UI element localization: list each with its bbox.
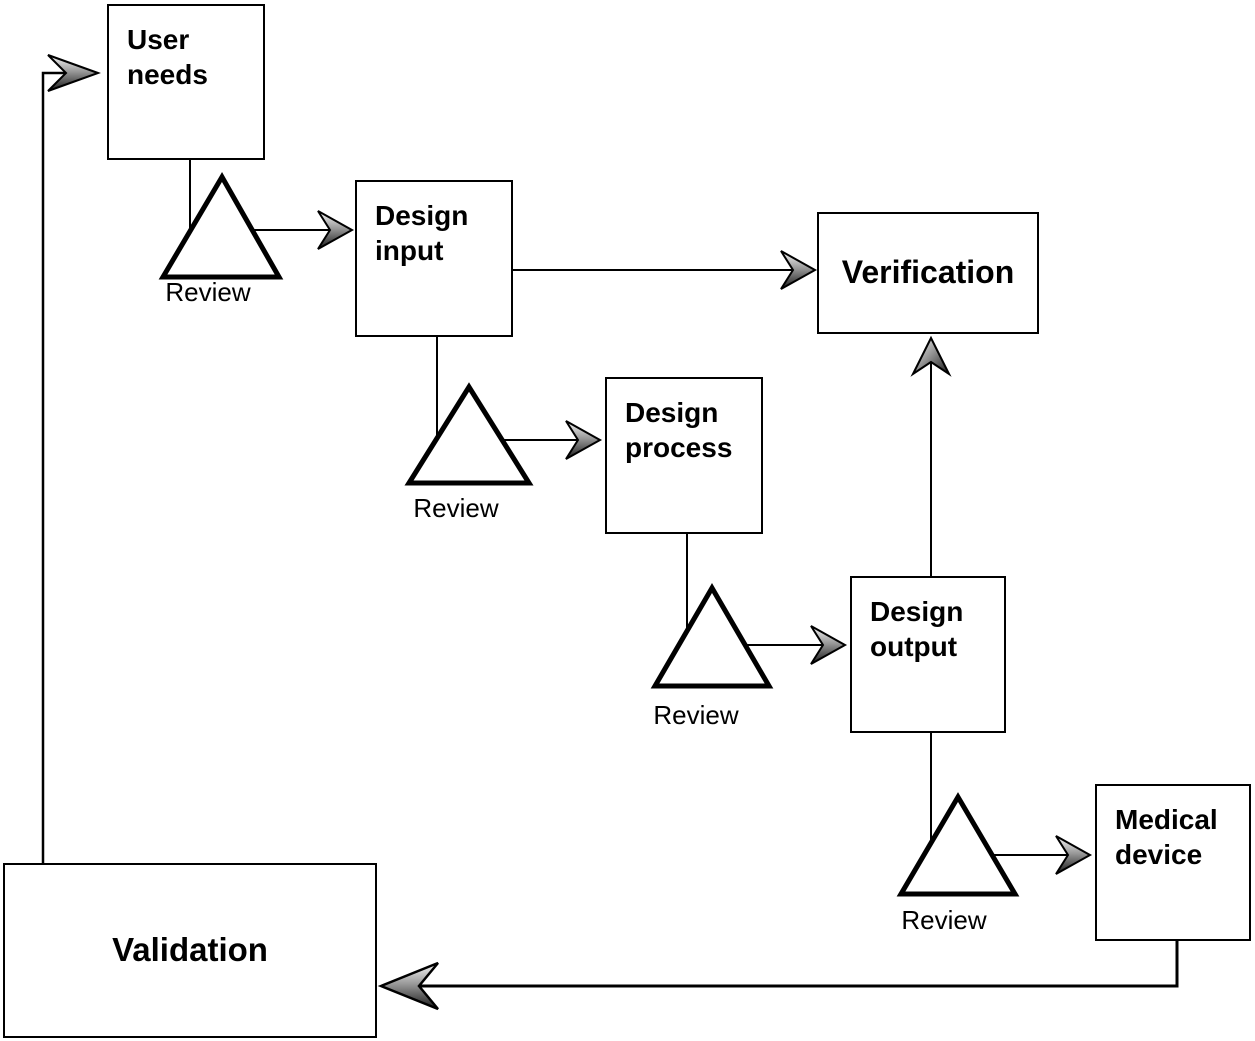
box-design-process: Design process [605,377,763,534]
review-label-4-text: Review [901,905,987,935]
review-triangle-3 [650,583,774,689]
review-label-2: Review [386,494,526,523]
connector-validation-to-user-needs [41,71,68,863]
arrowhead-into-verification-bottom [910,335,952,377]
review-label-3-text: Review [653,700,739,730]
review-triangle-2 [404,382,534,486]
box-validation: Validation [3,863,377,1038]
connector-medical-device-to-validation [418,941,1179,988]
box-design-output: Design output [850,576,1006,733]
arrowhead-into-verification-left [780,250,818,290]
arrowhead-into-user-needs [47,54,101,92]
box-verification-label: Verification [841,254,1015,291]
box-design-process-label: Design process [625,397,733,463]
box-user-needs: User needs [107,4,265,160]
box-validation-label: Validation [112,931,268,969]
review-label-1: Review [138,278,278,307]
arrowhead-review2-to-design-process [565,420,603,460]
arrowhead-into-validation [377,961,439,1011]
box-user-needs-label: User needs [127,24,208,90]
arrowhead-review1-to-design-input [317,210,355,250]
box-design-output-label: Design output [870,596,964,662]
box-medical-device-label: Medical device [1115,804,1218,870]
box-medical-device: Medical device [1095,784,1251,941]
review-label-1-text: Review [165,277,251,307]
review-label-3: Review [626,701,766,730]
arrowhead-review4-to-medical-device [1055,835,1093,875]
box-design-input: Design input [355,180,513,337]
review-triangle-1 [158,172,284,280]
box-design-input-label: Design input [375,200,469,266]
arrowhead-review3-to-design-output [810,625,848,665]
review-label-4: Review [874,906,1014,935]
box-verification: Verification [817,212,1039,334]
review-triangle-4 [896,792,1020,897]
review-label-2-text: Review [413,493,499,523]
